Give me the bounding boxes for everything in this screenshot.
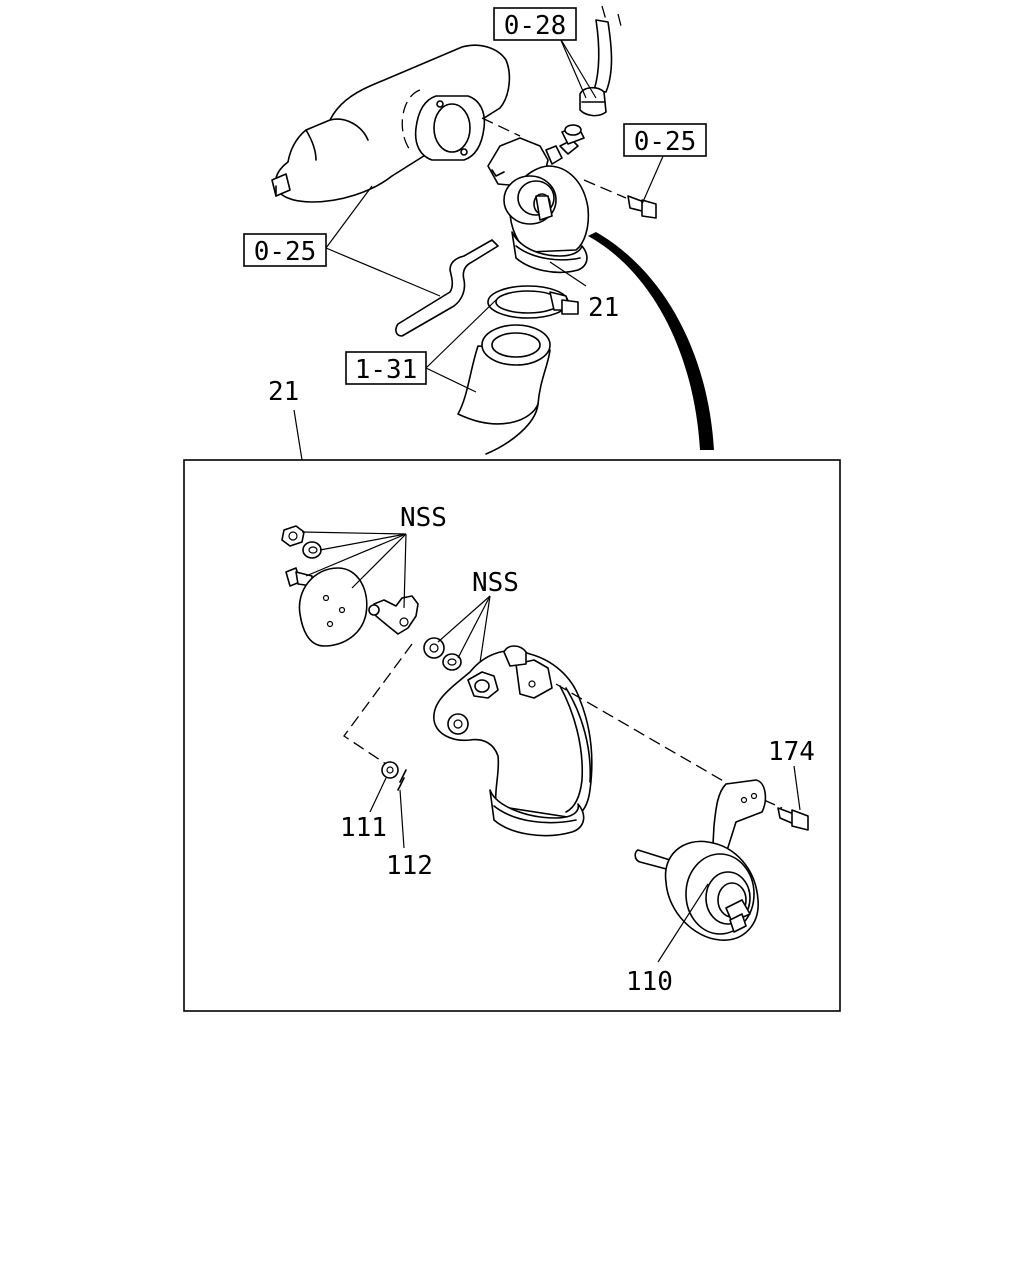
vacuum-hose [579,5,623,117]
clamp-21 [487,285,579,319]
intake-pipe [457,324,551,455]
pin-112 [397,769,407,791]
detail-arrow [588,232,714,450]
bolt-upper-right [627,195,657,219]
nss-upper-label: NSS [400,503,447,533]
callout-ref-028: 0-28 [493,7,577,41]
part-112-label: 112 [386,851,433,881]
callout-ref-025-left-label: 0-25 [254,237,317,267]
actuator-110 [634,779,767,941]
valve-housing [433,645,593,837]
exhaust-manifold [271,44,511,203]
washer-lower-2 [442,653,462,671]
bolt-174 [777,807,809,831]
nss-lower-label: NSS [472,568,519,598]
egr-valve-upper [487,124,590,274]
part-111-label: 111 [340,813,387,843]
valve-plate [298,567,368,647]
bolt-upper-left [285,567,313,587]
part-21-detail-label: 21 [268,377,299,407]
nut-upper [281,525,305,547]
part-110-label: 110 [626,967,673,997]
washer-lower-1 [423,637,445,659]
pipe-left [395,239,499,337]
callout-ref-025-left: 0-25 [243,233,327,267]
clip-111 [381,761,399,779]
washer-upper [302,541,322,559]
callout-ref-028-label: 0-28 [504,11,567,41]
callout-ref-131: 1-31 [345,351,427,385]
part-21-top-label: 21 [588,293,619,323]
callout-ref-025-right-label: 0-25 [634,127,697,157]
callout-ref-131-label: 1-31 [355,355,418,385]
callout-ref-025-right: 0-25 [623,123,707,157]
manifold-flange [414,95,486,161]
part-174-label: 174 [768,737,815,767]
valve-lever [368,595,419,635]
